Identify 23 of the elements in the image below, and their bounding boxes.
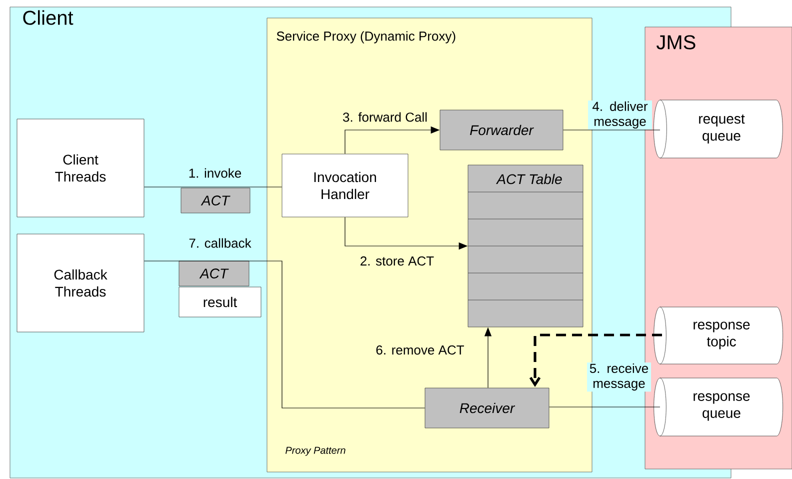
- process-box: result: [178, 286, 262, 318]
- connector-line: [144, 186, 282, 188]
- edge-label: 4. deliver message: [588, 100, 652, 130]
- process-box: Invocation Handler: [282, 154, 408, 218]
- process-box: ACT: [180, 188, 250, 214]
- process-box: ACT: [178, 260, 250, 286]
- edge-label: 6. remove ACT: [374, 344, 466, 356]
- queue-cylinder: response topic: [654, 306, 784, 364]
- process-box: Receiver: [424, 388, 550, 428]
- edge-label: 1. invoke: [187, 167, 243, 179]
- edge-label: 3. forward Call: [342, 111, 428, 123]
- process-box: Client Threads: [16, 118, 144, 218]
- queue-cylinder: response queue: [654, 378, 784, 436]
- edge-label: 7. callback: [188, 237, 252, 249]
- dashed-arrow: [529, 334, 662, 387]
- queue-cylinder: request queue: [653, 100, 783, 158]
- connector-line: [144, 260, 426, 408]
- process-box: Callback Threads: [16, 234, 144, 332]
- process-box: Forwarder: [440, 110, 564, 150]
- edge-label: 5. receive message: [587, 362, 651, 392]
- table-drawing: ACT Table: [468, 164, 584, 328]
- edge-label: 2. store ACT: [358, 255, 436, 267]
- connector-line: [548, 406, 660, 408]
